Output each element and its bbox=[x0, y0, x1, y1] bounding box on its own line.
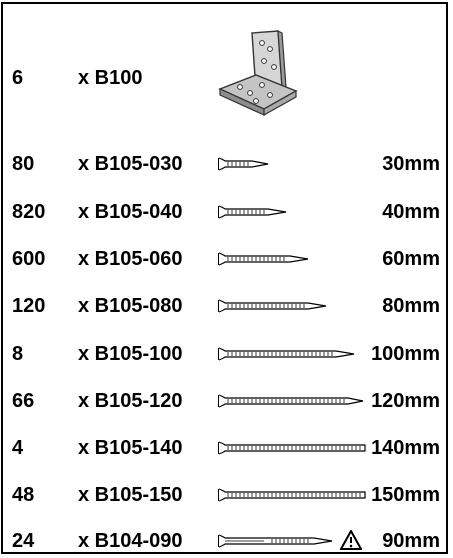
row-qty: 820 bbox=[12, 201, 46, 223]
row-qty: 600 bbox=[12, 248, 46, 270]
row-length: 40mm bbox=[382, 201, 440, 223]
row-code: x B105-150 bbox=[78, 484, 183, 506]
row-length: 30mm bbox=[382, 153, 440, 175]
parts-list-panel: 6 x B100 80 x B105-030 30mm 820 x B105-0… bbox=[1, 2, 448, 554]
row-code: x B105-040 bbox=[78, 201, 183, 223]
screw-60-icon bbox=[218, 252, 309, 266]
screw-40-icon bbox=[218, 205, 287, 219]
row-code: x B104-090 bbox=[78, 530, 183, 552]
row-qty: 120 bbox=[12, 295, 46, 317]
screw-100-icon bbox=[218, 347, 355, 361]
screw-80-icon bbox=[218, 299, 327, 313]
row-qty: 4 bbox=[12, 437, 24, 459]
bracket-qty: 6 bbox=[12, 67, 24, 89]
warning-triangle-icon bbox=[340, 530, 362, 550]
screw-150-icon bbox=[218, 488, 366, 502]
row-qty: 8 bbox=[12, 343, 24, 365]
row-length: 100mm bbox=[371, 343, 440, 365]
row-code: x B105-140 bbox=[78, 437, 183, 459]
row-qty: 24 bbox=[12, 530, 35, 552]
screw-120-icon bbox=[218, 394, 364, 408]
screw-140-icon bbox=[218, 441, 366, 455]
row-code: x B105-100 bbox=[78, 343, 183, 365]
screw-30-icon bbox=[218, 157, 269, 171]
row-code: x B105-030 bbox=[78, 153, 183, 175]
partial-thread-screw-icon bbox=[218, 534, 333, 548]
row-code: x B105-120 bbox=[78, 390, 183, 412]
row-qty: 80 bbox=[12, 153, 35, 175]
row-length: 120mm bbox=[371, 390, 440, 412]
row-length: 80mm bbox=[382, 295, 440, 317]
row-length: 90mm bbox=[382, 530, 440, 552]
row-length: 140mm bbox=[371, 437, 440, 459]
bracket-code: x B100 bbox=[78, 67, 143, 89]
row-code: x B105-060 bbox=[78, 248, 183, 270]
row-qty: 66 bbox=[12, 390, 35, 412]
row-code: x B105-080 bbox=[78, 295, 183, 317]
row-length: 60mm bbox=[382, 248, 440, 270]
angle-bracket-icon bbox=[218, 29, 298, 117]
row-length: 150mm bbox=[371, 484, 440, 506]
row-qty: 48 bbox=[12, 484, 35, 506]
